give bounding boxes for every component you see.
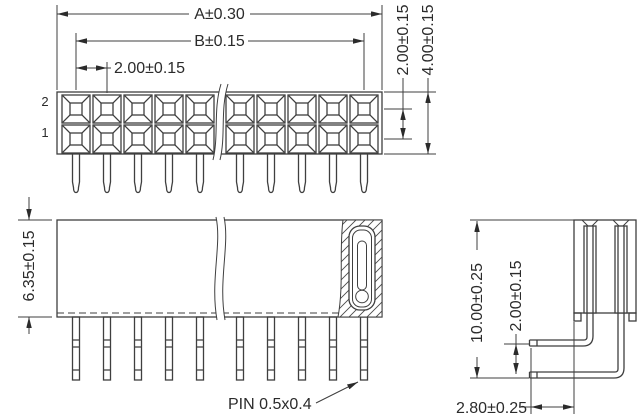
- dim-tail-offset: 2.80±0.25: [456, 322, 575, 417]
- top-view: 2 1 A±0.30 B±0.15 2.00±0.15 2: [41, 4, 437, 194]
- pin-callout: PIN 0.5x0.4: [228, 381, 359, 413]
- dim-row-pitch: 2.00±0.15: [384, 4, 412, 140]
- socket-channel: [583, 225, 597, 314]
- dim-body-height: 4.00±0.15: [384, 4, 437, 155]
- break-lines-side: [214, 216, 227, 321]
- dim-a-label: A±0.30: [194, 6, 245, 23]
- entry-chamfer-notch: [580, 219, 600, 229]
- tail-offset-label: 2.80±0.25: [456, 400, 527, 417]
- end-body-hatched: [573, 219, 637, 314]
- entry-chamfer-notch: [611, 219, 631, 229]
- dim-b-label: B±0.15: [194, 33, 245, 50]
- side-view: 6.35±0.15 PIN 0.5x0.4: [18, 197, 383, 413]
- contact-cavity: [348, 225, 376, 311]
- row-pitch-label: 2.00±0.15: [395, 4, 412, 75]
- standoff-foot: [628, 312, 637, 322]
- pitch-label: 2.00±0.15: [114, 60, 185, 77]
- dim-overall-width: A±0.30: [56, 5, 383, 90]
- end-view: 10.00±0.25 2.00±0.15 2.80±0.25: [456, 219, 637, 417]
- overall-height-label: 10.00±0.25: [469, 263, 486, 343]
- insulator-height-label: 6.35±0.15: [21, 230, 38, 301]
- pin-callout-label: PIN 0.5x0.4: [228, 396, 312, 413]
- contact-fork: [352, 229, 372, 308]
- row2-label: 2: [41, 94, 48, 109]
- body-height-label: 4.00±0.15: [420, 4, 437, 75]
- socket-channel: [614, 225, 628, 314]
- row1-label: 1: [41, 125, 48, 140]
- section-cut: [337, 219, 383, 318]
- dim-row-offset: 2.00±0.15: [504, 260, 529, 374]
- break-lines-top: [212, 82, 229, 161]
- bent-pins: [528, 226, 625, 379]
- standoff-foot: [573, 312, 582, 322]
- dim-insulator-height: 6.35±0.15: [18, 197, 52, 334]
- side-view-pins: [71, 316, 369, 381]
- leader-line: [315, 381, 359, 404]
- dim-pin-pitch: 2.00±0.15: [76, 60, 185, 93]
- dim-pin-span: B±0.15: [75, 33, 365, 90]
- contact-barrel: [355, 289, 369, 304]
- dim-overall-height: 10.00±0.25: [469, 219, 574, 379]
- row-offset-label: 2.00±0.15: [508, 260, 525, 331]
